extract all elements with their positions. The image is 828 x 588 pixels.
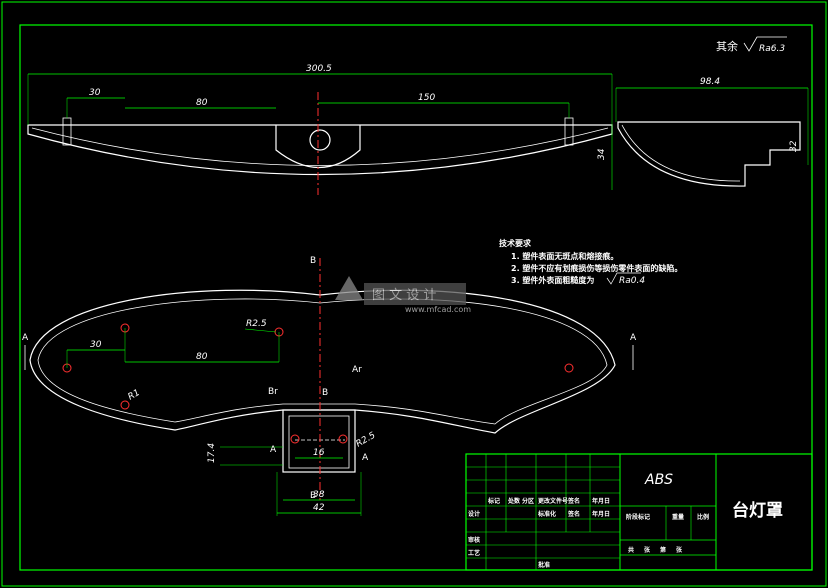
watermark-logo-icon <box>335 276 363 300</box>
tb-label-13: 审核 <box>468 536 480 544</box>
watermark-site: www.mfcad.com <box>405 305 471 314</box>
roughness-value: Ra6.3 <box>759 44 785 54</box>
part-name: 台灯罩 <box>732 500 783 521</box>
mark-a-inner-left: A <box>270 445 277 455</box>
title-block: ABS 台灯罩 标记 处数 分区 更改文件号 签名 年月日 设计 标准化 签名 … <box>465 453 813 571</box>
tb-label-10: 阶段标记 <box>626 513 650 521</box>
tb-label-4: 签名 <box>567 497 580 505</box>
mark-a-inner-right: A <box>362 453 369 463</box>
watermark: 图 文 设 计 www.mfcad.com <box>335 276 471 314</box>
tb-label-2: 分区 <box>522 497 534 505</box>
tb-label-14: 工艺 <box>468 549 480 557</box>
mark-b-bottom: B <box>310 491 316 501</box>
dim-side-depth: 32 <box>789 140 799 152</box>
tb-label-3: 更改文件号 <box>538 497 568 505</box>
tb-label-7: 标准化 <box>537 510 556 518</box>
tb-label-1: 处数 <box>507 497 521 505</box>
dim-30: 30 <box>89 88 101 98</box>
tb-label-17: 张 <box>644 546 651 554</box>
plan-view: 30 80 R2.5 R1 17.4 16 R2.5 38 42 A A B B… <box>22 256 637 516</box>
roughness-note: 其余 Ra6.3 <box>716 36 787 54</box>
plan-r25b: R2.5 <box>355 431 378 450</box>
tech-notes: 技术要求 1. 塑件表面无斑点和熔接痕。 2. 塑件不应有划痕损伤等损伤零件表面… <box>499 238 682 286</box>
plan-dim-80: 80 <box>196 352 208 362</box>
top-view: 300.5 30 80 150 34 <box>27 64 613 195</box>
inner-frame <box>19 24 813 571</box>
dim-height: 34 <box>597 148 607 160</box>
plan-dim-42: 42 <box>313 503 325 513</box>
plan-dim-16: 16 <box>313 448 325 458</box>
dim-side-width: 98.4 <box>700 77 720 87</box>
tb-label-0: 标记 <box>487 497 500 505</box>
dim-150: 150 <box>418 93 435 103</box>
tb-label-16: 共 <box>628 546 634 554</box>
tb-label-12: 比例 <box>697 513 709 521</box>
mark-b-mid: B <box>322 388 328 398</box>
tb-label-5: 年月日 <box>592 497 610 505</box>
material: ABS <box>644 472 673 488</box>
plan-r1: R1 <box>127 388 142 403</box>
plan-dim-38: 38 <box>313 490 325 500</box>
tb-label-15: 批准 <box>538 561 550 569</box>
tech-item-3: 3. 塑件外表面粗糙度为 <box>511 275 594 285</box>
plan-r25: R2.5 <box>246 319 267 329</box>
tb-label-9: 年月日 <box>592 510 610 518</box>
plan-dim-30: 30 <box>90 340 102 350</box>
mark-b-top: B <box>310 256 316 266</box>
dim-80: 80 <box>196 98 208 108</box>
tech-item-1: 1. 塑件表面无斑点和熔接痕。 <box>511 251 618 261</box>
tb-label-11: 重量 <box>672 513 684 521</box>
roughness-symbol-icon <box>743 36 787 52</box>
watermark-text: 图 文 设 计 <box>372 288 436 303</box>
tb-label-18: 第 <box>659 546 666 554</box>
plan-dim-17-4: 17.4 <box>207 443 217 463</box>
mark-ar: Ar <box>352 365 362 375</box>
mark-a-right: A <box>630 333 637 343</box>
tech-item-3-value: Ra0.4 <box>619 276 645 286</box>
tb-label-8: 签名 <box>567 510 580 518</box>
tech-item-2: 2. 塑件不应有划痕损伤等损伤零件表面的缺陷。 <box>511 263 682 273</box>
tb-label-19: 张 <box>676 546 683 554</box>
dim-overall: 300.5 <box>306 64 332 74</box>
side-view: 98.4 32 <box>615 77 809 187</box>
mark-a-left: A <box>22 333 29 343</box>
roughness-small-icon <box>606 272 641 285</box>
roughness-label: 其余 <box>716 39 738 53</box>
mark-br: Br <box>268 387 278 397</box>
tech-title: 技术要求 <box>499 238 532 248</box>
tb-label-6: 设计 <box>468 510 480 518</box>
